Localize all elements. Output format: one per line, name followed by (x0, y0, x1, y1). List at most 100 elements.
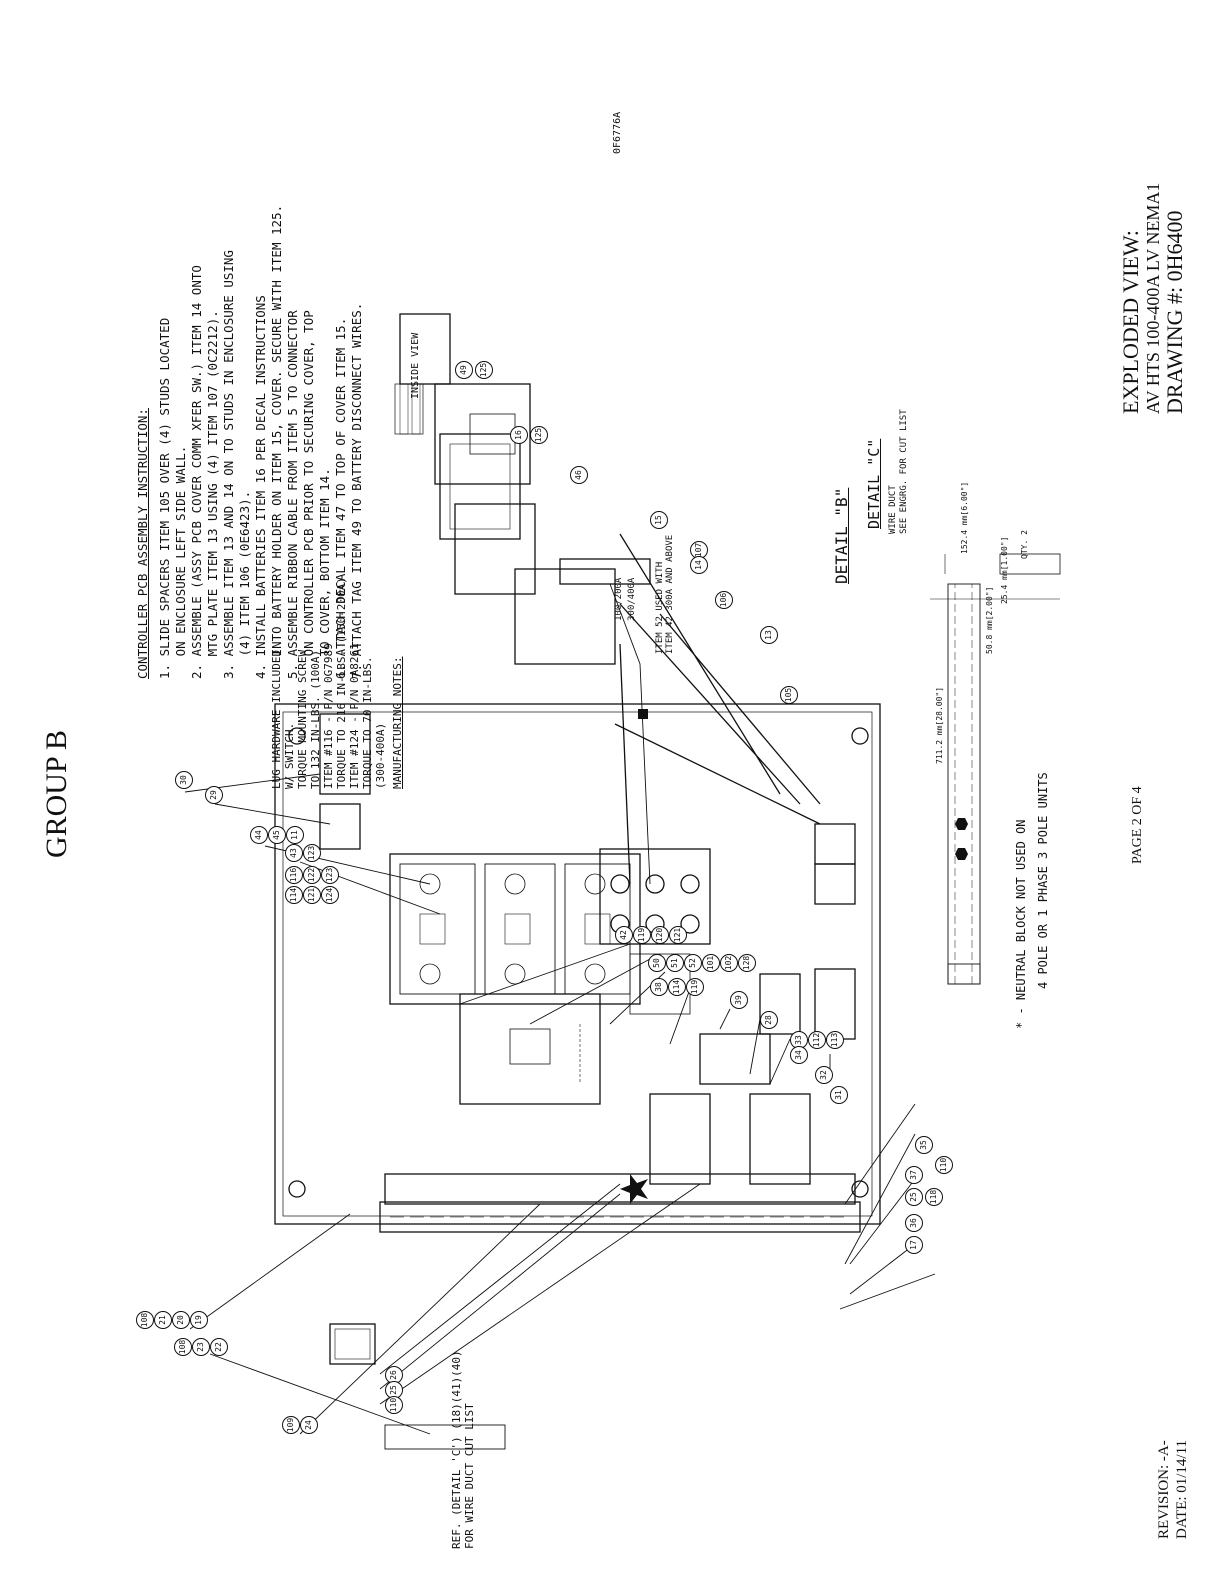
balloon-callout: 24 (300, 1416, 318, 1434)
balloon-callout: 37 (905, 1166, 923, 1184)
balloon-callout: 25 (905, 1188, 923, 1206)
balloon-callout: 123 (321, 866, 339, 884)
decal-rect (814, 863, 856, 905)
balloon-callout: 13 (760, 626, 778, 644)
balloon-callout: 109 (282, 1416, 300, 1434)
assembly-heading: CONTROLLER PCB ASSEMBLY INSTRUCTION: (135, 408, 150, 679)
balloon-callout: 116 (285, 866, 303, 884)
detail-c-duct-section (999, 553, 1061, 575)
balloon-callout: 28 (760, 1011, 778, 1029)
balloon-callout: 114 (285, 886, 303, 904)
inside-view-label: INSIDE VIEW (410, 332, 421, 399)
balloon-callout: 14 (690, 556, 708, 574)
wire-duct-note: WIRE DUCT SEE ENGRG. FOR CUT LIST (888, 409, 910, 534)
balloon-callout: 30 (175, 771, 193, 789)
balloon-callout: 118 (925, 1188, 943, 1206)
terminal-block (749, 1093, 811, 1185)
neutral-block (599, 848, 711, 945)
ev-line: DRAWING #: 0H6400 (1162, 210, 1187, 414)
group-title: GROUP B (40, 729, 73, 859)
revision: REVISION: -A- (1156, 1440, 1172, 1539)
mfg-line: TORQUE MOUNTING SCREW (296, 649, 309, 789)
decal-rect (319, 713, 371, 795)
detail-c-duct-long (947, 963, 981, 985)
balloon-callout: 11 (286, 826, 304, 844)
balloon-callout: 16 (510, 426, 528, 444)
balloon-callout: 52 (684, 954, 702, 972)
mfg-line: ITEM #116 - P/N 0G7989 (322, 643, 335, 789)
assembly-step: 3. ASSEMBLE ITEM 13 AND 14 ON TO STUDS I… (221, 250, 252, 679)
balloon-callout: 19 (190, 1311, 208, 1329)
terminal-block (814, 968, 856, 1040)
dim-label: 152.4 mm[6.00"] (960, 481, 969, 554)
balloon-callout: 31 (830, 1086, 848, 1104)
balloon-callout: 120 (651, 926, 669, 944)
hex-marker (955, 848, 968, 860)
mfg-line: TO 132 IN-LBS. (100A) (309, 649, 322, 789)
terminal-block (759, 973, 801, 1035)
dim-label: 50.8 mm[2.00"] (985, 586, 994, 654)
balloon-callout: 123 (303, 844, 321, 862)
balloon-callout: 108 (136, 1311, 154, 1329)
decal-panel (439, 433, 521, 540)
terminal-block (649, 1093, 711, 1185)
balloon-callout: 23 (192, 1338, 210, 1356)
balloon-callout: 39 (730, 991, 748, 1009)
rating-line: 300/400A (627, 577, 637, 621)
mounting-hole (851, 1180, 869, 1198)
balloon-callout: 119 (633, 926, 651, 944)
hex-marker (955, 818, 968, 830)
balloon-callout: 114 (668, 978, 686, 996)
wire-duct-piece (384, 1424, 506, 1450)
balloon-callout: 35 (915, 1136, 933, 1154)
balloon-callout: 20 (172, 1311, 190, 1329)
manufacturing-notes: LUG HARDWARE INCLUDED W/ SWITCH. TORQUE … (270, 577, 404, 789)
balloon-callout: 110 (385, 1396, 403, 1414)
balloon-callout: 106 (715, 591, 733, 609)
note-line: * - NEUTRAL BLOCK NOT USED ON (1014, 819, 1028, 1029)
battery-pack (399, 313, 451, 385)
ev-line: AV HTS 100-400A LV NEMA1 (1143, 182, 1163, 414)
decal-rect (814, 823, 856, 865)
balloon-callout: 45 (268, 826, 286, 844)
mfg-line: ITEM #124 - P/N 0A8261 (348, 643, 361, 789)
balloon-callout: 44 (250, 826, 268, 844)
item42-note: ITEM 52 USED WITH ITEM 42 300A AND ABOVE (655, 535, 675, 654)
balloon-callout: 121 (669, 926, 687, 944)
balloon-callout: 29 (205, 786, 223, 804)
balloon-callout: 34 (790, 1046, 808, 1064)
balloon-callout: 21 (154, 1311, 172, 1329)
balloon-callout: 110 (935, 1156, 953, 1174)
ev-line: EXPLODED VIEW: (1118, 230, 1143, 414)
mounting-hole (851, 727, 869, 745)
assembly-step: 2. ASSEMBLE (ASSY PCB COVER COMM XFER SW… (189, 265, 220, 679)
ratings: 100/200A 300/400A (613, 578, 639, 621)
balloon-callout: 128 (738, 954, 756, 972)
mfg-line: (300-400A) (374, 722, 387, 789)
controller-pcb-exploded (454, 503, 536, 595)
enclosure-inner (282, 711, 873, 1217)
balloon-callout: 15 (650, 511, 668, 529)
balloon-callout: 49 (455, 361, 473, 379)
balloon-callout: 17 (905, 1236, 923, 1254)
mfg-line: LUG HARDWARE INCLUDED (270, 649, 283, 789)
assembly-step: 1. SLIDE SPACERS ITEM 105 OVER (4) STUDS… (157, 317, 188, 679)
balloon-callout: 124 (321, 886, 339, 904)
balloon-callout: 121 (303, 886, 321, 904)
note-line: 4 POLE OR 1 PHASE 3 POLE UNITS (1036, 772, 1050, 989)
ref-note: REF. (DETAIL 'C') (18)(41)(40) FOR WIRE … (450, 1350, 476, 1549)
wire-duct-vertical (379, 1201, 861, 1233)
mfg-line: TORQUE TO 216 IN-LBS. (150-200A) (335, 577, 348, 789)
balloon-callout: 43 (285, 844, 303, 862)
enclosure-outline (274, 703, 881, 1225)
balloon-callout: 46 (570, 466, 588, 484)
detail-c-label: DETAIL "C" (865, 438, 883, 529)
note-line: WIRE DUCT (888, 485, 898, 534)
mounting-plate (514, 568, 616, 665)
mfg-heading: MANUFACTURING NOTES: (391, 656, 404, 789)
balloon-callout: 101 (702, 954, 720, 972)
date: DATE: 01/14/11 (1174, 1439, 1190, 1539)
neutral-note: * - NEUTRAL BLOCK NOT USED ON 4 POLE OR … (1010, 772, 1054, 1029)
note-line: REF. (DETAIL 'C') (18)(41)(40) (450, 1350, 463, 1549)
